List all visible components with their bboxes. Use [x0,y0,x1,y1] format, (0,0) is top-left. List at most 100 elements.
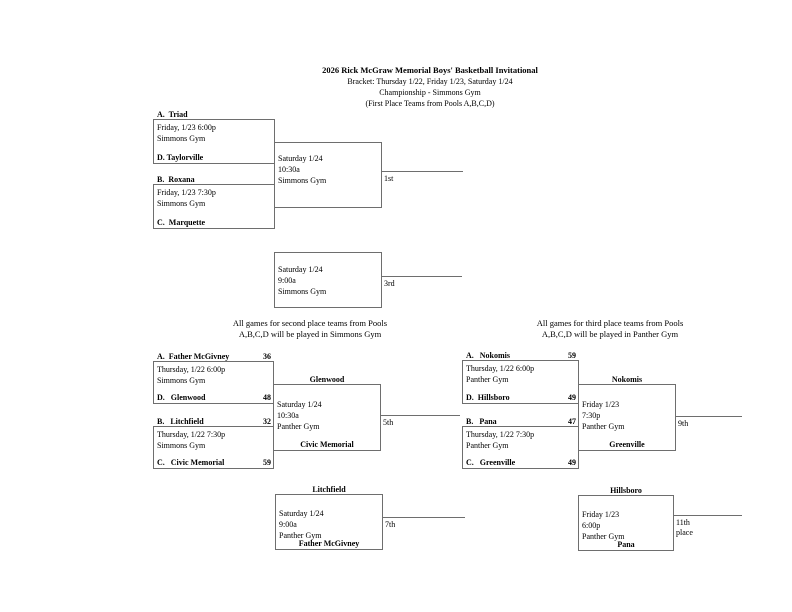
team-name: C. Marquette [157,218,206,227]
winner-name: Hillsboro [610,486,642,495]
place-label-11th: 11th place [676,518,693,538]
game-venue: Simmons Gym [157,199,206,208]
game-box-semifinal-1: A. Triad Friday, 1/23 6:00p Simmons Gym … [153,110,275,164]
winner-name: Litchfield [312,485,346,494]
header: 2026 Rick McGraw Memorial Boys' Basketba… [130,65,730,109]
game-box-11th-place: Hillsboro Friday 1/23 6:00p Panther Gym … [578,486,674,551]
team-name: A. Nokomis [466,351,511,360]
game-date: Thursday, 1/22 7:30p [157,430,226,439]
tournament-title: 2026 Rick McGraw Memorial Boys' Basketba… [322,65,538,75]
game-time: 6:00p [582,521,601,530]
game-venue: Simmons Gym [157,376,206,385]
note-line: All games for third place teams from Poo… [536,318,684,328]
game-schedule: Thursday, 1/22 6:00p Panther Gym [466,363,576,385]
team-score: 48 [263,393,271,402]
team-score: 49 [568,458,576,467]
game-date: Thursday, 1/22 6:00p [157,365,226,374]
game-schedule: Friday, 1/23 7:30p Simmons Gym [157,187,272,209]
place-label-line: 11th [676,518,690,527]
game-box-third-place: Saturday 1/24 9:00a Simmons Gym [274,252,382,308]
game-box-2nd-pool-game1: A. Father McGivney 36 Thursday, 1/22 6:0… [153,352,274,404]
game-venue: Panther Gym [582,422,625,431]
game-schedule: Thursday, 1/22 7:30p Simmons Gym [157,429,271,451]
note-second-place: All games for second place teams from Po… [160,318,460,340]
team-score: 59 [263,458,271,467]
game-schedule: Saturday 1/24 9:00a Simmons Gym [278,264,379,297]
game-venue: Simmons Gym [278,176,327,185]
place-label-3rd: 3rd [384,279,395,288]
team-score: 49 [568,393,576,402]
game-box-9th-place: Nokomis Friday 1/23 7:30p Panther Gym Gr… [578,375,676,451]
team-name: B. Pana [466,417,497,426]
game-box-5th-place: Glenwood Saturday 1/24 10:30a Panther Gy… [273,375,381,451]
team-name: A. Father McGivney [157,352,230,361]
winner-name: Father McGivney [298,539,360,548]
winner-name: Nokomis [611,375,643,384]
team-name: A. Triad [157,110,188,119]
game-box-7th-place: Litchfield Saturday 1/24 9:00a Panther G… [275,485,383,550]
advancement-line-9th [675,416,742,417]
team-name: D. Taylorville [157,153,204,162]
tournament-subtitle-gym: Championship - Simmons Gym [379,88,481,97]
team-score: 47 [568,417,576,426]
game-time: 9:00a [279,520,297,529]
game-schedule: Friday 1/23 7:30p Panther Gym [582,399,673,432]
team-name: B. Litchfield [157,417,204,426]
game-date: Saturday 1/24 [277,400,322,409]
advancement-line-1st [382,171,463,172]
game-time: 10:30a [277,411,299,420]
team-name: D. Glenwood [157,393,206,402]
game-venue: Panther Gym [277,422,320,431]
game-venue: Simmons Gym [278,287,327,296]
game-date: Friday 1/23 [582,400,620,409]
game-schedule: Saturday 1/24 10:30a Simmons Gym [278,153,379,186]
team-name: C. Civic Memorial [157,458,225,467]
note-line: A,B,C,D will be played in Panther Gym [541,329,679,339]
winner-name: Greenville [609,440,645,449]
winner-name: Civic Memorial [300,440,354,449]
team-name: B. Roxana [157,175,195,184]
game-date: Thursday, 1/22 7:30p [466,430,535,439]
game-date: Saturday 1/24 [278,265,323,274]
team-name: D. Hillsboro [466,393,510,402]
place-label-5th: 5th [383,418,394,427]
game-box-2nd-pool-game2: B. Litchfield 32 Thursday, 1/22 7:30p Si… [153,417,274,469]
team-score: 36 [263,352,271,361]
game-box-3rd-pool-game2: B. Pana 47 Thursday, 1/22 7:30p Panther … [462,417,579,469]
place-label-9th: 9th [678,419,689,428]
winner-name: Glenwood [309,375,345,384]
game-time: 7:30p [582,411,601,420]
game-date: Saturday 1/24 [278,154,323,163]
place-label-1st: 1st [384,174,394,183]
game-venue: Simmons Gym [157,441,206,450]
game-schedule: Saturday 1/24 10:30a Panther Gym [277,399,378,432]
note-line: All games for second place teams from Po… [232,318,388,328]
place-label-line: place [676,528,693,537]
game-date: Thursday, 1/22 6:00p [466,364,535,373]
advancement-line-5th [380,415,460,416]
team-score: 32 [263,417,271,426]
tournament-subtitle-pools: (First Place Teams from Pools A,B,C,D) [365,99,495,108]
game-venue: Panther Gym [466,441,509,450]
game-box-semifinal-2: B. Roxana Friday, 1/23 7:30p Simmons Gym… [153,175,275,229]
game-box-3rd-pool-game1: A. Nokomis 59 Thursday, 1/22 6:00p Panth… [462,351,579,404]
game-time: 9:00a [278,276,296,285]
winner-name: Pana [617,540,635,549]
advancement-line-7th [382,517,465,518]
advancement-line-11th [673,515,742,516]
game-schedule: Thursday, 1/22 6:00p Simmons Gym [157,364,271,386]
advancement-line-3rd [382,276,462,277]
game-schedule: Friday, 1/23 6:00p Simmons Gym [157,122,272,144]
game-schedule: Saturday 1/24 9:00a Panther Gym [279,508,380,541]
note-line: A,B,C,D will be played in Simmons Gym [238,329,382,339]
game-schedule: Friday 1/23 6:00p Panther Gym [582,509,671,542]
game-venue: Panther Gym [582,532,625,541]
note-third-place: All games for third place teams from Poo… [460,318,760,340]
game-date: Friday, 1/23 6:00p [157,123,216,132]
team-name: C. Greenville [466,458,516,467]
game-venue: Panther Gym [466,375,509,384]
game-venue: Panther Gym [279,531,322,540]
game-box-championship-final: Saturday 1/24 10:30a Simmons Gym [274,142,382,208]
tournament-subtitle-dates: Bracket: Thursday 1/22, Friday 1/23, Sat… [347,77,513,86]
